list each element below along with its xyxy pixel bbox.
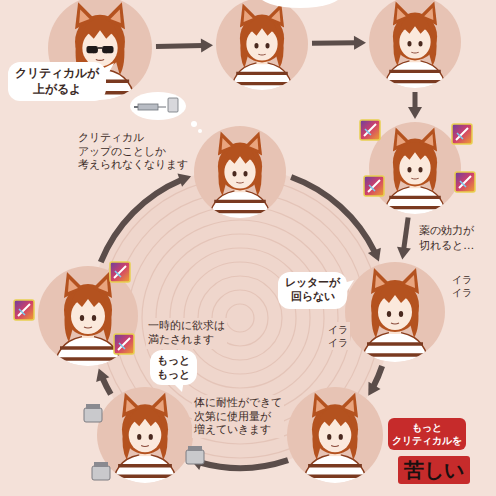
character-figure — [384, 2, 447, 88]
arrow-head — [354, 36, 366, 50]
caption-text: 苦しい — [398, 456, 470, 484]
arrow-head — [397, 247, 411, 260]
character-figure — [361, 268, 429, 362]
character-circle: クリティカル アップのことしか 考えられなくなります — [194, 126, 286, 218]
flow-arrow — [368, 366, 382, 396]
character-figure — [54, 272, 122, 366]
character-circle: クリティカルが 上がるよ — [48, 0, 152, 100]
arrow-shaft — [101, 180, 182, 262]
caption-text: もっと クリティカルを — [388, 418, 466, 450]
caption-text: 体に耐性ができて 次第に使用量が 増えていきます — [192, 395, 284, 438]
circle-shape — [287, 387, 383, 483]
flow-arrow — [408, 92, 422, 119]
arrow-shaft — [102, 378, 110, 394]
circle-shape — [345, 262, 445, 362]
character-figure — [231, 4, 294, 90]
sunglasses — [102, 46, 113, 53]
flow-arrow — [156, 39, 213, 53]
circle-shape — [369, 0, 461, 88]
flow-arrow — [96, 368, 111, 394]
arrow-shaft — [156, 45, 203, 46]
arrow-head — [177, 173, 191, 186]
flow-arrow — [101, 173, 191, 262]
critical-card-icons — [14, 120, 475, 354]
bubble-tail — [172, 380, 184, 392]
arrow-head — [368, 248, 381, 262]
arrow-shaft — [200, 460, 288, 468]
sunglasses — [98, 47, 102, 49]
circle-shape — [194, 126, 286, 218]
bubble-tail — [100, 63, 114, 82]
arrow-head — [201, 39, 213, 53]
arrow-shaft — [404, 218, 408, 250]
circle-shape — [369, 122, 461, 214]
bubble-tail — [340, 280, 354, 296]
arrow-shaft — [291, 177, 375, 252]
speech-bubble: もっと もっと — [150, 350, 197, 385]
character-figure — [112, 393, 177, 483]
arrow-shaft — [373, 366, 382, 387]
character-circle: レッターが 回らないイラ イライラ イラ — [345, 262, 445, 362]
flow-arrow — [397, 218, 411, 260]
speech-bubble: レッターが 回らない — [278, 272, 347, 309]
flow-arrow — [312, 36, 366, 50]
arrow-head — [96, 368, 109, 382]
caption-text: イラ イラ — [326, 322, 350, 350]
character-circle: もっと クリティカルを苦しい — [287, 387, 383, 483]
circle-shape — [216, 0, 308, 90]
flow-arrow — [190, 457, 288, 470]
character-circle — [369, 0, 461, 88]
speech-bubble: クリティカルが 上がるよ — [8, 62, 106, 101]
character-circle: 体に耐性ができて 次第に使用量が 増えていきますもっと もっと — [97, 387, 193, 483]
thought-cloud — [130, 92, 202, 133]
caption-text: クリティカル アップのことしか 考えられなくなります — [76, 130, 190, 173]
sunglasses — [86, 46, 97, 53]
character-circle — [216, 0, 308, 90]
character-figure — [209, 132, 272, 218]
character-figure — [384, 128, 447, 214]
character-circle — [369, 122, 461, 214]
caption-text: 一時的に欲求は 満たされます — [146, 318, 227, 349]
arrow-head — [368, 382, 380, 396]
arrow-shaft — [312, 40, 356, 46]
arrow-shaft — [413, 92, 418, 109]
medicine-bottles — [84, 404, 204, 480]
circle-shape — [97, 387, 193, 483]
cut-speech-bubble — [258, 0, 342, 8]
arrow-head — [408, 107, 422, 119]
character-figure — [302, 393, 367, 483]
caption-text: イラ イラ — [450, 272, 474, 300]
edge-label: 薬の効力が 切れると… — [417, 223, 476, 254]
